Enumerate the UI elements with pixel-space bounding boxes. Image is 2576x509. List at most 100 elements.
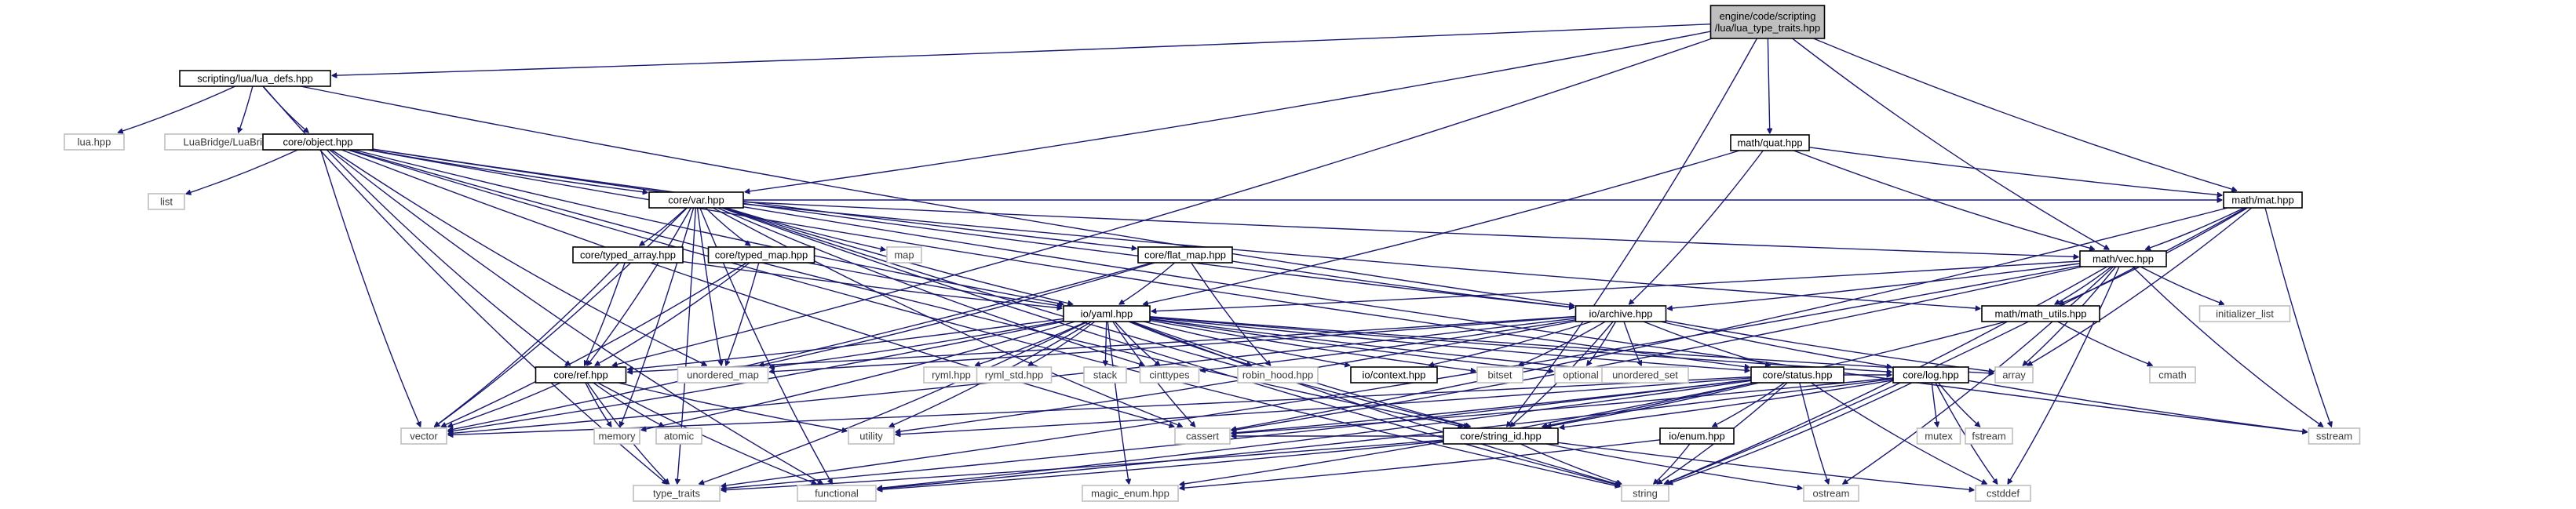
node-status[interactable]: core/status.hpp <box>1750 366 1844 384</box>
node-flat_map[interactable]: core/flat_map.hpp <box>1137 246 1233 264</box>
edge-archive-to-optional <box>1587 321 1617 365</box>
node-mutex-box <box>1916 427 1961 445</box>
node-magic_enum: magic_enum.hpp <box>1082 485 1179 502</box>
node-root[interactable]: engine/code/scripting/lua/lua_type_trait… <box>1709 5 1826 39</box>
node-string_id-label: core/string_id.hpp <box>1460 431 1541 442</box>
edge-status-to-cstddef <box>1811 382 1987 484</box>
node-vec[interactable]: math/vec.hpp <box>2079 250 2167 267</box>
node-stack-box <box>1083 366 1127 384</box>
node-archive[interactable]: io/archive.hpp <box>1574 305 1667 322</box>
node-string_id-box <box>1443 427 1559 445</box>
node-flat_map-label: core/flat_map.hpp <box>1144 249 1226 261</box>
node-var-box <box>648 191 744 209</box>
node-vec-label: math/vec.hpp <box>2093 253 2154 265</box>
edge-vec-to-cstddef <box>2008 266 2120 484</box>
node-stack-label: stack <box>1093 369 1118 381</box>
edge-math_utils-to-cmath <box>2057 321 2153 365</box>
edge-enum-to-string <box>1654 443 1691 484</box>
edge-vec-to-type_traits <box>721 265 2081 486</box>
edge-vec-to-math_utils <box>2055 266 2112 304</box>
node-atomic-label: atomic <box>664 431 695 442</box>
node-context-label: io/context.hpp <box>1363 369 1426 381</box>
node-yaml[interactable]: io/yaml.hpp <box>1063 305 1151 322</box>
node-unordered_set-box <box>1601 366 1689 384</box>
edge-object-to-yaml <box>353 149 1064 304</box>
node-stack: stack <box>1083 366 1127 384</box>
edge-ref-to-memory <box>585 382 611 427</box>
node-cassert: cassert <box>1174 427 1231 445</box>
edge-yaml-to-ryml <box>976 321 1087 365</box>
node-typed_array-label: core/typed_array.hpp <box>580 249 676 261</box>
node-root-label: /lua/lua_type_traits.hpp <box>1715 22 1820 34</box>
edge-yaml-to-memory <box>641 321 1076 430</box>
node-enum[interactable]: io/enum.hpp <box>1659 427 1735 445</box>
node-mat[interactable]: math/mat.hpp <box>2223 191 2303 209</box>
edge-flat_map-to-robin_hood <box>1191 262 1271 365</box>
node-typed_map[interactable]: core/typed_map.hpp <box>707 246 815 264</box>
node-atomic-box <box>655 427 702 445</box>
edge-status-to-functional <box>878 380 1752 488</box>
edge-flat_map-to-vector <box>448 262 1153 431</box>
node-vector-label: vector <box>410 431 438 442</box>
edge-log-to-functional <box>878 378 1894 489</box>
edge-var-to-typed_array <box>640 207 688 245</box>
edge-archive-to-context <box>1429 321 1593 365</box>
node-flat_map-box <box>1137 246 1233 264</box>
edge-flat_map-to-unordered_map <box>759 262 1155 365</box>
node-typed_array[interactable]: core/typed_array.hpp <box>572 246 684 264</box>
node-string_id[interactable]: core/string_id.hpp <box>1443 427 1559 445</box>
node-unordered_set-label: unordered_set <box>1612 369 1678 381</box>
edge-typed_array-to-vector <box>435 262 620 427</box>
edge-mat-to-cassert <box>1231 207 2228 430</box>
node-quat[interactable]: math/quat.hpp <box>1730 134 1810 151</box>
node-cmath-box <box>2149 366 2196 384</box>
edge-yaml-to-unordered_map <box>770 320 1064 368</box>
node-object[interactable]: core/object.hpp <box>262 133 374 151</box>
edge-string_id-to-ostream <box>1545 443 1802 489</box>
node-ostream-box <box>1803 485 1859 502</box>
edge-string_id-to-string <box>1520 443 1622 484</box>
node-lua_defs-box <box>179 70 331 87</box>
node-robin_hood: robin_hood.hpp <box>1237 366 1319 384</box>
node-lua_defs[interactable]: scripting/lua/lua_defs.hpp <box>179 70 331 87</box>
node-var[interactable]: core/var.hpp <box>648 191 744 209</box>
node-vector-box <box>400 427 447 445</box>
edge-vec-to-yaml <box>1151 260 2081 311</box>
node-ref-label: core/ref.hpp <box>553 369 608 381</box>
node-ref-box <box>535 366 627 384</box>
edge-root-to-quat <box>1768 38 1769 133</box>
node-sstream: sstream <box>2308 427 2361 445</box>
edge-mat-to-vec <box>2146 207 2245 249</box>
node-object-label: core/object.hpp <box>283 136 353 148</box>
node-log[interactable]: core/log.hpp <box>1892 366 1969 384</box>
edge-typed_array-to-ref <box>585 262 626 365</box>
node-ostream-label: ostream <box>1813 488 1850 500</box>
node-utility: utility <box>848 427 895 445</box>
node-initializer_list: initializer_list <box>2198 305 2291 322</box>
node-var-label: core/var.hpp <box>668 195 724 206</box>
node-mutex: mutex <box>1916 427 1961 445</box>
edge-quat-to-mat <box>1808 147 2222 195</box>
edge-log-to-sstream <box>1968 380 2308 432</box>
edge-var-to-map <box>725 207 885 250</box>
node-map-box <box>886 246 922 264</box>
node-array-box <box>1994 366 2034 384</box>
edge-typed_map-to-ref <box>595 262 750 365</box>
edge-yaml-to-array <box>1149 316 1994 374</box>
node-ref[interactable]: core/ref.hpp <box>535 366 627 384</box>
node-initializer_list-label: initializer_list <box>2216 308 2274 320</box>
node-math_utils[interactable]: math/math_utils.hpp <box>1981 305 2100 322</box>
node-lua_defs-label: scripting/lua/lua_defs.hpp <box>197 73 312 85</box>
node-type_traits-label: type_traits <box>653 488 700 500</box>
node-typed_map-label: core/typed_map.hpp <box>715 249 808 261</box>
edge-object-to-cassert <box>341 149 1174 427</box>
edge-root-to-ref <box>612 38 1713 365</box>
edge-typed_map-to-yaml <box>807 262 1062 306</box>
edge-object-to-functional <box>329 149 823 484</box>
node-context[interactable]: io/context.hpp <box>1350 366 1438 384</box>
node-optional-label: optional <box>1563 369 1599 381</box>
edge-ref-to-functional <box>597 382 817 484</box>
node-type_traits: type_traits <box>633 485 721 502</box>
edge-object-to-string_id <box>349 149 1463 427</box>
